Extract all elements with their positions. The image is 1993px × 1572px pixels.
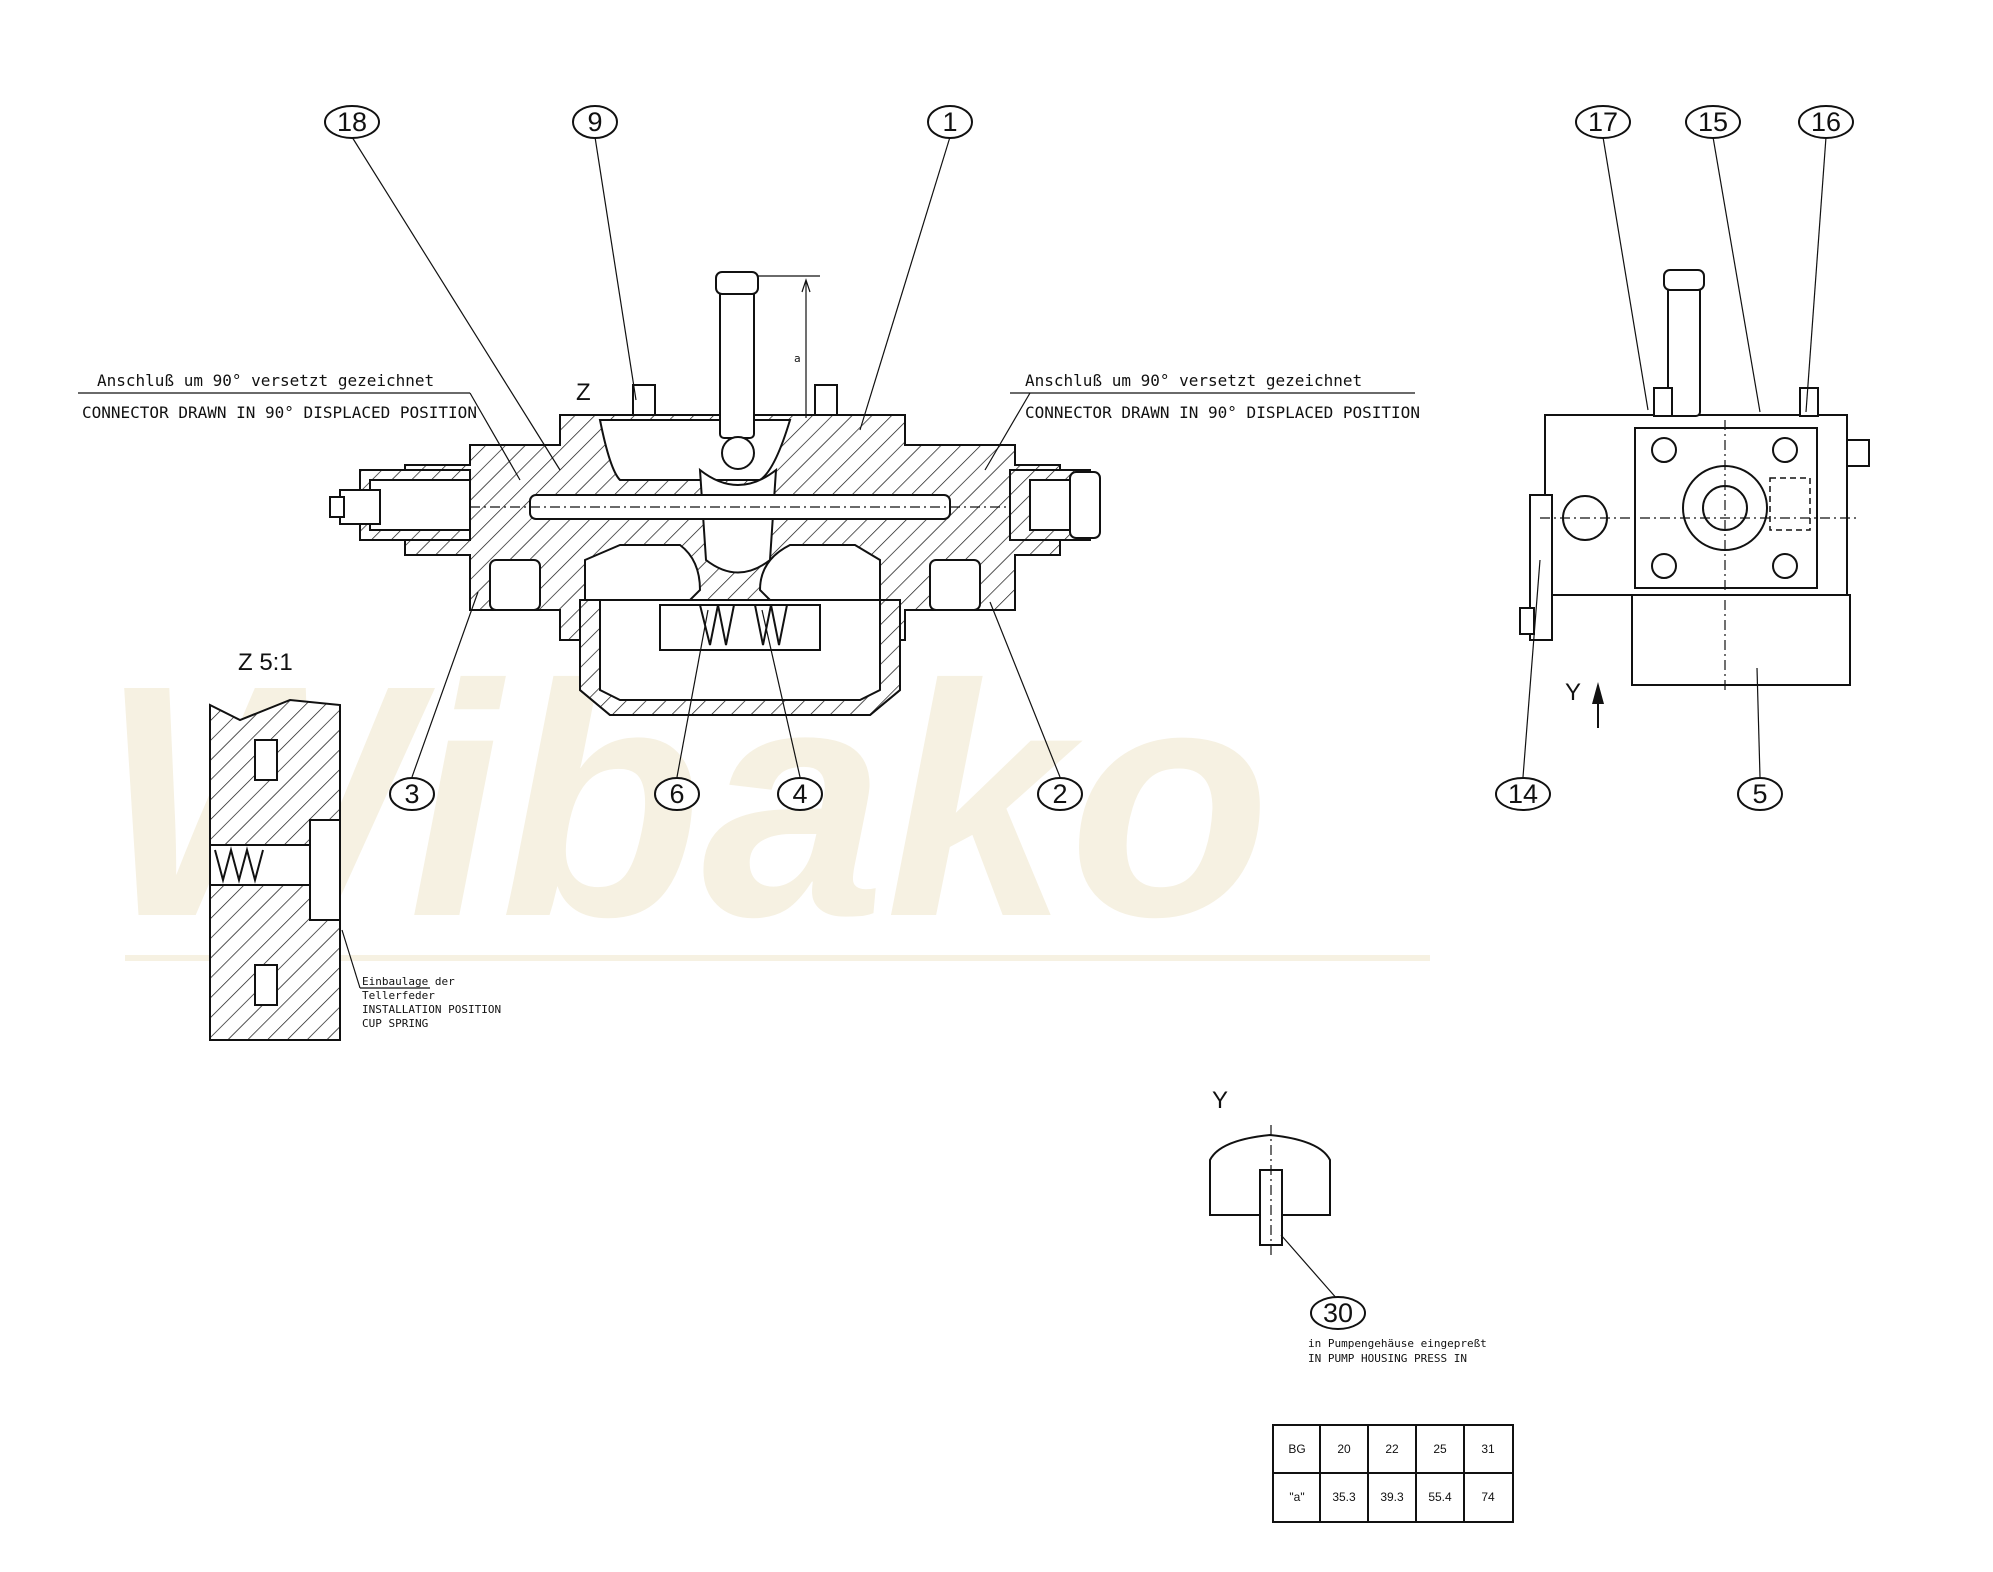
note-right-de: Anschluß um 90° versetzt gezeichnet xyxy=(1025,371,1362,390)
view-y-arrow-label: Y xyxy=(1565,679,1581,706)
callout-1: 1 xyxy=(927,105,973,139)
callout-30: 30 xyxy=(1310,1296,1366,1330)
svg-text:15: 15 xyxy=(1698,107,1728,137)
svg-text:17: 17 xyxy=(1588,107,1618,137)
table-cell: 20 xyxy=(1337,1442,1351,1456)
callout-9: 9 xyxy=(572,105,618,139)
svg-text:4: 4 xyxy=(792,779,807,809)
callout-4: 4 xyxy=(777,777,823,811)
callout-14: 14 xyxy=(1495,777,1551,811)
dimension-a-label: a xyxy=(794,352,801,365)
pin-note-en: IN PUMP HOUSING PRESS IN xyxy=(1308,1352,1467,1365)
table-cell: BG xyxy=(1288,1442,1305,1456)
svg-text:14: 14 xyxy=(1508,779,1538,809)
detail-note-en-1: INSTALLATION POSITION xyxy=(362,1003,501,1016)
pin-note-de: in Pumpengehäuse eingepreßt xyxy=(1308,1337,1487,1350)
detail-note-de-2: Tellerfeder xyxy=(362,989,435,1002)
svg-text:18: 18 xyxy=(337,107,367,137)
svg-text:16: 16 xyxy=(1811,107,1841,137)
callout-3: 3 xyxy=(389,777,435,811)
note-left-en: CONNECTOR DRAWN IN 90° DISPLACED POSITIO… xyxy=(82,403,477,422)
table-cell: 25 xyxy=(1433,1442,1447,1456)
callout-5: 5 xyxy=(1737,777,1783,811)
svg-text:3: 3 xyxy=(404,779,419,809)
view-z-label: Z xyxy=(576,379,591,406)
note-left-de: Anschluß um 90° versetzt gezeichnet xyxy=(97,371,434,390)
callout-15: 15 xyxy=(1685,105,1741,139)
view-y-title: Y xyxy=(1212,1087,1228,1114)
table-cell: 31 xyxy=(1481,1442,1495,1456)
table-cell: 35.3 xyxy=(1332,1490,1356,1504)
table-cell: 22 xyxy=(1385,1442,1399,1456)
table-cell: 74 xyxy=(1481,1490,1495,1504)
svg-text:1: 1 xyxy=(942,107,957,137)
callout-leaders xyxy=(351,136,1827,778)
callout-18: 18 xyxy=(324,105,380,139)
callout-17: 17 xyxy=(1575,105,1631,139)
note-right-en: CONNECTOR DRAWN IN 90° DISPLACED POSITIO… xyxy=(1025,403,1420,422)
detail-z-title: Z 5:1 xyxy=(238,649,293,676)
svg-text:5: 5 xyxy=(1752,779,1767,809)
svg-text:2: 2 xyxy=(1052,779,1067,809)
side-view: Y xyxy=(1519,269,1870,728)
dimension-table: BG 20 22 25 31 "a" 35.3 39.3 55.4 74 xyxy=(1272,1424,1514,1523)
detail-note-en-2: CUP SPRING xyxy=(362,1017,428,1030)
svg-text:30: 30 xyxy=(1323,1298,1353,1328)
view-y: Y in Pumpengehäuse eingepreßt IN PUMP HO… xyxy=(1209,1087,1487,1365)
main-section-view: a Z xyxy=(329,271,1101,716)
callout-16: 16 xyxy=(1798,105,1854,139)
callout-6: 6 xyxy=(654,777,700,811)
detail-note-de-1: Einbaulage der xyxy=(362,975,455,988)
svg-text:9: 9 xyxy=(587,107,602,137)
callout-2: 2 xyxy=(1037,777,1083,811)
table-cell: 55.4 xyxy=(1428,1490,1452,1504)
detail-z: Z 5:1 Einbaulage der Tellerfeder INSTALL… xyxy=(209,649,501,1041)
table-cell: "a" xyxy=(1289,1490,1304,1504)
connector-notes: Anschluß um 90° versetzt gezeichnet CONN… xyxy=(78,371,1420,481)
table-cell: 39.3 xyxy=(1380,1490,1404,1504)
svg-text:6: 6 xyxy=(669,779,684,809)
